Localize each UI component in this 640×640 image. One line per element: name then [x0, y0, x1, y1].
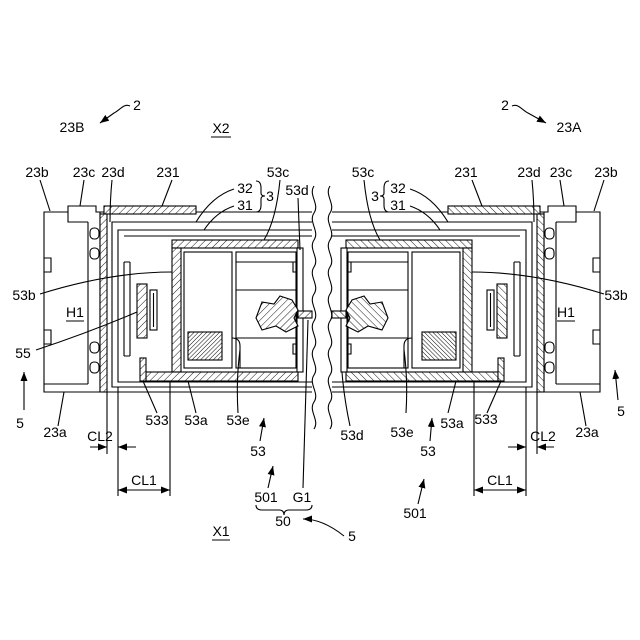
leader-g1	[303, 320, 308, 488]
label-533-right: 533	[474, 411, 498, 427]
contact-plate-link	[124, 262, 130, 356]
label-23d-right: 23d	[517, 164, 540, 180]
arrow-2-right	[512, 105, 546, 123]
shield-side-wall	[100, 214, 107, 392]
label-53b-left: 53b	[12, 287, 36, 303]
shield-plate-231	[104, 206, 196, 214]
contact-55	[137, 284, 147, 338]
label-31-left: 31	[237, 197, 253, 213]
label-direction-x1: X1	[212, 523, 229, 539]
label-5-left: 5	[16, 415, 24, 431]
label-231-left: 231	[156, 164, 180, 180]
label-2-left: 2	[133, 97, 141, 113]
label-23B: 23B	[60, 119, 85, 135]
arrow-5-to-50	[303, 519, 344, 536]
label-5-right: 5	[617, 403, 625, 419]
label-53-left: 53	[250, 443, 266, 459]
label-23b-left: 23b	[25, 164, 49, 180]
label-53a-left: 53a	[184, 412, 208, 428]
label-53d-bottom: 53d	[340, 427, 363, 443]
left-connector-half	[40, 180, 312, 496]
label-53c-right: 53c	[352, 164, 375, 180]
contact-shaft	[298, 311, 312, 318]
label-53b-right: 53b	[604, 287, 628, 303]
leader-231	[162, 180, 172, 206]
label-32-right: 32	[390, 180, 406, 196]
terminal-block	[188, 332, 222, 360]
arrow-53-right	[430, 418, 432, 441]
arrow-501-right	[418, 479, 424, 504]
arrow-501-left	[268, 466, 273, 488]
break-line-left	[312, 186, 315, 429]
label-53e-right: 53e	[390, 424, 414, 440]
leader-23a	[58, 392, 64, 426]
leader-23b	[40, 180, 50, 211]
label-23A: 23A	[557, 119, 583, 135]
housing-23b-outline	[44, 206, 100, 392]
mating-contact	[256, 296, 298, 332]
label-3-left: 3	[266, 188, 274, 204]
label-53a-right: 53a	[440, 415, 464, 431]
arrow-53-left	[260, 418, 264, 441]
label-23c-left: 23c	[73, 164, 96, 180]
label-23d-left: 23d	[101, 164, 124, 180]
label-53c-left: 53c	[267, 164, 290, 180]
label-5-bottom: 5	[348, 528, 356, 544]
leader-533	[143, 381, 157, 413]
right-connector-half	[332, 180, 604, 496]
label-23a-left: 23a	[43, 424, 67, 440]
label-501-right: 501	[403, 505, 427, 521]
rib-533	[140, 358, 146, 381]
break-line-right	[328, 186, 331, 429]
brace-3-left	[256, 181, 265, 212]
arrow-2-left	[100, 105, 130, 123]
label-direction-x2: X2	[212, 120, 229, 136]
base-53a	[146, 372, 298, 381]
label-g1: G1	[293, 489, 312, 505]
label-cl2-left: CL2	[87, 428, 113, 444]
wall-53b	[172, 248, 181, 372]
label-31-right: 31	[390, 197, 406, 213]
label-23b-right: 23b	[594, 164, 618, 180]
label-h1-right: H1	[557, 304, 575, 320]
label-h1-left: H1	[66, 304, 84, 320]
label-3-right: 3	[371, 188, 379, 204]
leader-23c	[80, 180, 84, 206]
label-231-right: 231	[454, 164, 478, 180]
label-501-left: 501	[254, 489, 278, 505]
leader-23d	[110, 180, 112, 222]
label-55: 55	[15, 345, 31, 361]
leader-31	[204, 206, 234, 230]
label-50: 50	[275, 513, 291, 529]
label-53-right: 53	[420, 443, 436, 459]
label-53e-left: 53e	[226, 412, 250, 428]
wall-53c	[172, 240, 298, 248]
label-32-left: 32	[237, 180, 253, 196]
label-2-right: 2	[501, 97, 509, 113]
label-cl1-right: CL1	[487, 472, 513, 488]
label-23a-right: 23a	[575, 424, 599, 440]
label-cl2-right: CL2	[530, 428, 556, 444]
label-cl1-left: CL1	[131, 472, 157, 488]
arrow-5-right	[615, 370, 618, 400]
leader-53a	[188, 381, 196, 413]
brace-3-right	[380, 181, 389, 212]
label-533-left: 533	[145, 412, 169, 428]
label-23c-right: 23c	[550, 164, 573, 180]
label-53d-top: 53d	[285, 182, 308, 198]
